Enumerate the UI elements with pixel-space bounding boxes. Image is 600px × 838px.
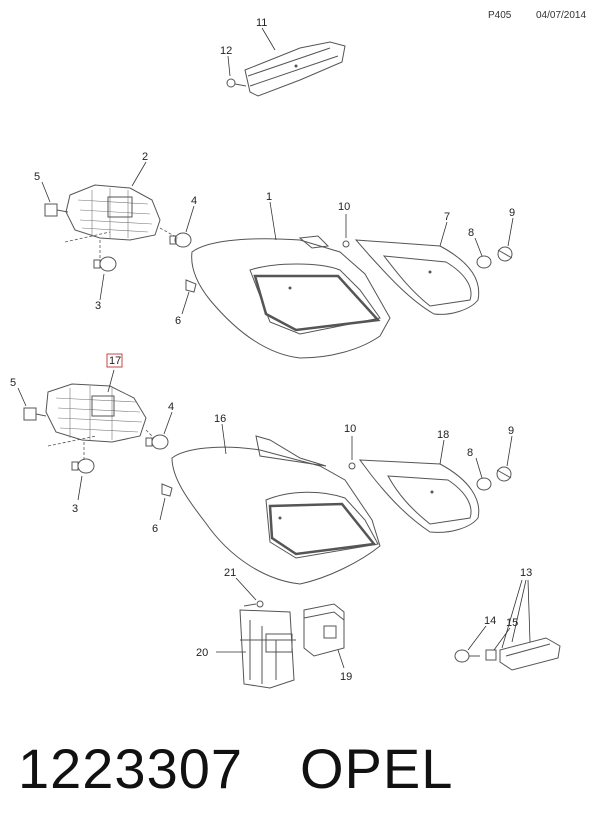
callout-3-lower: 3 bbox=[72, 503, 78, 515]
callout-9-upper: 9 bbox=[509, 207, 515, 219]
callout-12: 12 bbox=[220, 45, 232, 57]
part-1-tail-lamp[interactable] bbox=[191, 235, 391, 359]
part-13-license-lamp[interactable] bbox=[499, 637, 561, 671]
callout-13: 13 bbox=[520, 567, 532, 579]
callout-1: 1 bbox=[266, 191, 272, 203]
callout-16: 16 bbox=[214, 413, 226, 425]
part-15-connector[interactable] bbox=[485, 649, 497, 661]
callout-18: 18 bbox=[437, 429, 449, 441]
brand-name: OPEL bbox=[300, 737, 454, 800]
callout-15: 15 bbox=[506, 617, 518, 629]
part-18-inner-lamp[interactable] bbox=[358, 459, 480, 533]
callout-8-lower: 8 bbox=[467, 447, 473, 459]
callout-19: 19 bbox=[340, 671, 352, 683]
part-21-screw[interactable] bbox=[243, 600, 264, 608]
callout-2: 2 bbox=[142, 151, 148, 163]
callout-14: 14 bbox=[484, 615, 496, 627]
part-10-nut-lower[interactable] bbox=[348, 462, 356, 470]
part-8-bulb-lower[interactable] bbox=[476, 477, 492, 491]
callout-20: 20 bbox=[196, 647, 208, 659]
part-3-bulb-lower[interactable] bbox=[71, 458, 95, 474]
callout-4-upper: 4 bbox=[191, 195, 197, 207]
part-9-socket-upper[interactable] bbox=[497, 246, 513, 262]
callout-7: 7 bbox=[444, 211, 450, 223]
callout-9-lower: 9 bbox=[508, 425, 514, 437]
callout-10-lower: 10 bbox=[344, 423, 356, 435]
part-14-bulb[interactable] bbox=[454, 649, 480, 663]
part-6-clip-lower[interactable] bbox=[161, 483, 173, 497]
part-17-bulb-holder[interactable] bbox=[45, 383, 147, 443]
callout-17-box bbox=[106, 353, 123, 368]
callout-10-upper: 10 bbox=[338, 201, 350, 213]
part-11-high-mount-lamp[interactable] bbox=[244, 41, 346, 97]
part-8-bulb-upper[interactable] bbox=[476, 255, 492, 269]
part-number: 1223307 bbox=[18, 737, 244, 800]
callout-4-lower: 4 bbox=[168, 401, 174, 413]
callout-5-upper: 5 bbox=[34, 171, 40, 183]
callout-11: 11 bbox=[256, 17, 267, 29]
part-7-inner-lamp[interactable] bbox=[354, 239, 480, 315]
diagram-date: 04/07/2014 bbox=[536, 10, 587, 21]
callout-6-lower: 6 bbox=[152, 523, 158, 535]
callout-8-upper: 8 bbox=[468, 227, 474, 239]
part-19-control-module[interactable] bbox=[303, 603, 345, 657]
part-10-nut-upper[interactable] bbox=[342, 240, 350, 248]
part-12-screw[interactable] bbox=[226, 78, 247, 88]
part-2-bulb-holder[interactable] bbox=[65, 184, 161, 241]
part-4-bulb-lower[interactable] bbox=[145, 434, 169, 450]
callout-6-upper: 6 bbox=[175, 315, 181, 327]
part-5-connector-lower[interactable] bbox=[23, 407, 47, 421]
callout-5-lower: 5 bbox=[10, 377, 16, 389]
part-3-bulb[interactable] bbox=[93, 256, 117, 272]
part-6-clip[interactable] bbox=[185, 279, 197, 293]
callout-21: 21 bbox=[224, 567, 236, 579]
part-4-bulb[interactable] bbox=[169, 232, 192, 248]
callout-3-upper: 3 bbox=[95, 300, 101, 312]
part-20-bracket[interactable] bbox=[239, 609, 296, 689]
part-16-tail-lamp[interactable] bbox=[171, 435, 381, 585]
part-9-socket-lower[interactable] bbox=[496, 466, 512, 482]
callout-17: 17 bbox=[109, 355, 121, 367]
page-code: P405 bbox=[488, 10, 512, 21]
part-5-connector[interactable] bbox=[44, 203, 69, 217]
